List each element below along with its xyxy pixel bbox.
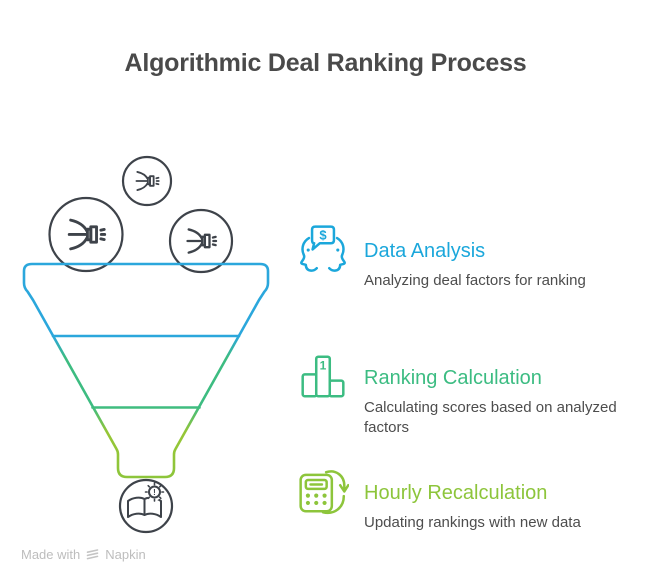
funnel-diagram: ! — [22, 155, 270, 534]
napkin-logo-icon — [86, 549, 99, 560]
dollar-glyph: $ — [319, 227, 327, 242]
item-description: Analyzing deal factors for ranking — [364, 272, 586, 289]
item-title: Hourly Recalculation — [364, 482, 548, 504]
rank-one-glyph: 1 — [320, 359, 327, 373]
item-description: Updating rankings with new data — [364, 514, 581, 531]
brand-label: Napkin — [105, 547, 146, 562]
item-title: Data Analysis — [364, 240, 486, 262]
ranked-book-badge-icon: ! — [127, 482, 165, 518]
page-title: Algorithmic Deal Ranking Process — [124, 49, 527, 77]
item-title: Ranking Calculation — [364, 367, 542, 389]
badge-glyph: ! — [153, 488, 156, 497]
attribution-footer: Made with Napkin — [21, 547, 146, 562]
deal-discussion-icon: $ — [300, 225, 346, 272]
calculator-refresh-icon — [299, 470, 349, 515]
ranking-podium-icon: 1 — [301, 355, 345, 398]
list-item-hourly-recalculation: Hourly Recalculation Updating rankings w… — [297, 464, 632, 533]
funnel-shape — [22, 262, 270, 479]
item-description: Calculating scores based on analyzed fac… — [364, 399, 617, 436]
list-item-ranking-calculation: 1 Ranking Calculation Calculating scores… — [297, 349, 632, 438]
list-item-data-analysis: $ Data Analysis Analyzing deal factors f… — [297, 222, 632, 291]
made-with-label: Made with — [21, 547, 81, 562]
